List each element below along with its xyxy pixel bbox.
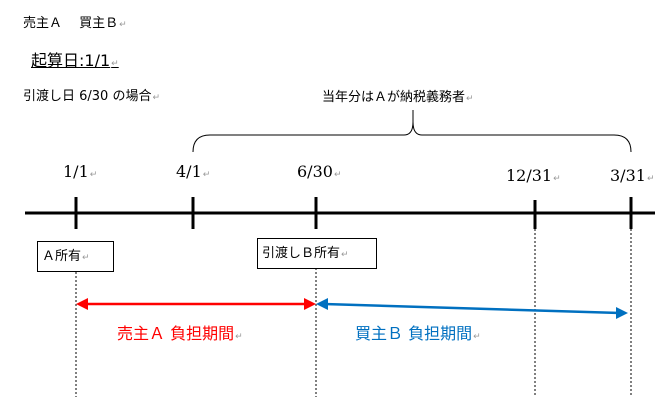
return-mark: ↵ [202, 170, 211, 180]
return-mark: ↵ [473, 332, 481, 342]
buyer-arrowhead-right [616, 307, 628, 319]
return-mark: ↵ [111, 59, 119, 69]
a-owned-box: Ａ所有↵ [37, 241, 114, 272]
handover-b-owned-text: 引渡しＢ所有 [262, 246, 341, 261]
handover-case-label: 引渡し日 6/30 の場合↵ [23, 85, 160, 104]
tick-label-1-1: 1/1↵ [63, 162, 97, 181]
reckoning-date-text: 起算日:1/1 [31, 51, 111, 70]
return-mark: ↵ [341, 250, 349, 260]
brace-label-text: 当年分はＡが納税義務者 [322, 90, 466, 105]
tick-label-4-1: 4/1↵ [176, 162, 210, 181]
tick-label-12-31: 12/31↵ [506, 166, 561, 185]
handover-case-text: 引渡し日 6/30 の場合 [23, 89, 152, 104]
tick-label-text: 6/30 [297, 162, 333, 181]
return-mark: ↵ [119, 20, 127, 30]
tick-label-text: 4/1 [176, 162, 202, 181]
buyer-arrowhead-left [316, 298, 328, 310]
return-mark: ↵ [89, 170, 98, 180]
buyer-period-text: 買主Ｂ 負担期間 [355, 324, 473, 343]
handover-b-owned-box: 引渡しＢ所有↵ [257, 238, 377, 269]
return-mark: ↵ [152, 93, 161, 103]
period-brace [192, 110, 632, 153]
tick-label-text: 12/31 [506, 166, 553, 185]
tick-label-text: 1/1 [63, 162, 89, 181]
buyer-period-label: 買主Ｂ 負担期間↵ [355, 320, 481, 344]
seller-period-label: 売主Ａ 負担期間↵ [117, 320, 243, 344]
return-mark: ↵ [466, 94, 474, 104]
tick-label-6-30: 6/30↵ [297, 162, 341, 181]
buyer-period-arrow [323, 302, 621, 315]
tick-label-text: 3/31 [610, 166, 646, 185]
return-mark: ↵ [235, 332, 243, 342]
parties-text: 売主Ａ 買主Ｂ [23, 16, 119, 31]
reckoning-date-label: 起算日:1/1↵ [31, 47, 119, 71]
return-mark: ↵ [553, 174, 561, 184]
return-mark: ↵ [646, 174, 655, 184]
a-owned-text: Ａ所有 [42, 249, 82, 264]
brace-label: 当年分はＡが納税義務者↵ [322, 86, 474, 105]
seller-period-text: 売主Ａ 負担期間 [117, 324, 235, 343]
tick-label-3-31: 3/31↵ [610, 166, 654, 185]
seller-arrowhead-right [304, 298, 316, 310]
return-mark: ↵ [82, 253, 90, 263]
seller-arrowhead-left [76, 298, 88, 310]
return-mark: ↵ [333, 170, 342, 180]
parties-label: 売主Ａ 買主Ｂ↵ [23, 12, 127, 31]
